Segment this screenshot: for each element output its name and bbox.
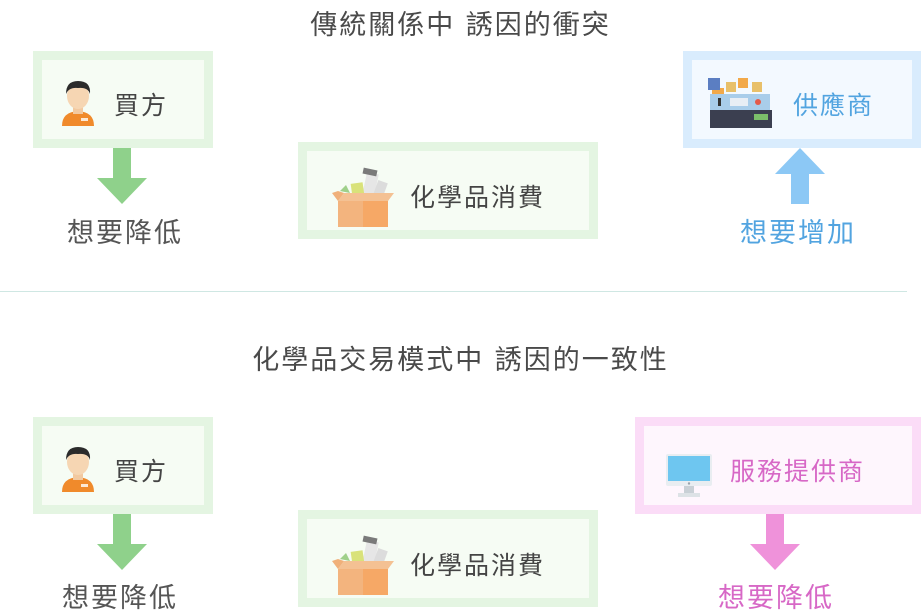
service-provider-caption: 想要降低: [718, 583, 834, 614]
person-icon: [62, 447, 94, 492]
computer-monitor-icon: [666, 454, 712, 497]
down-arrow-icon: [97, 514, 147, 570]
supplier-box: 供應商: [683, 51, 921, 148]
person-icon: [62, 81, 94, 126]
buyer-label: 買方: [114, 91, 169, 120]
buyer-box: 買方: [33, 417, 213, 514]
bottom-title: 化學品交易模式中 誘因的一致性: [252, 345, 669, 376]
service-provider-label: 服務提供商: [730, 457, 866, 486]
chemical-box-icon: [332, 535, 394, 595]
supplier-label: 供應商: [793, 91, 875, 120]
up-arrow-icon: [775, 148, 825, 204]
top-title: 傳統關係中 誘因的衝突: [310, 10, 611, 41]
chemical-box-icon: [332, 167, 394, 227]
down-arrow-icon: [97, 148, 147, 204]
factory-icon: [708, 78, 772, 128]
supplier-caption: 想要增加: [740, 218, 856, 249]
section-divider: [0, 291, 907, 292]
buyer-caption: 想要降低: [67, 218, 183, 249]
buyer-box: 買方: [33, 51, 213, 148]
chemical-consumption-box: 化學品消費: [298, 142, 598, 239]
service-provider-box: 服務提供商: [635, 417, 921, 514]
buyer-label: 買方: [114, 457, 169, 486]
chemical-consumption-box: 化學品消費: [298, 510, 598, 607]
chemical-consumption-label: 化學品消費: [410, 551, 546, 580]
buyer-caption: 想要降低: [62, 583, 178, 614]
chemical-consumption-label: 化學品消費: [410, 183, 546, 212]
down-arrow-icon: [750, 514, 800, 570]
